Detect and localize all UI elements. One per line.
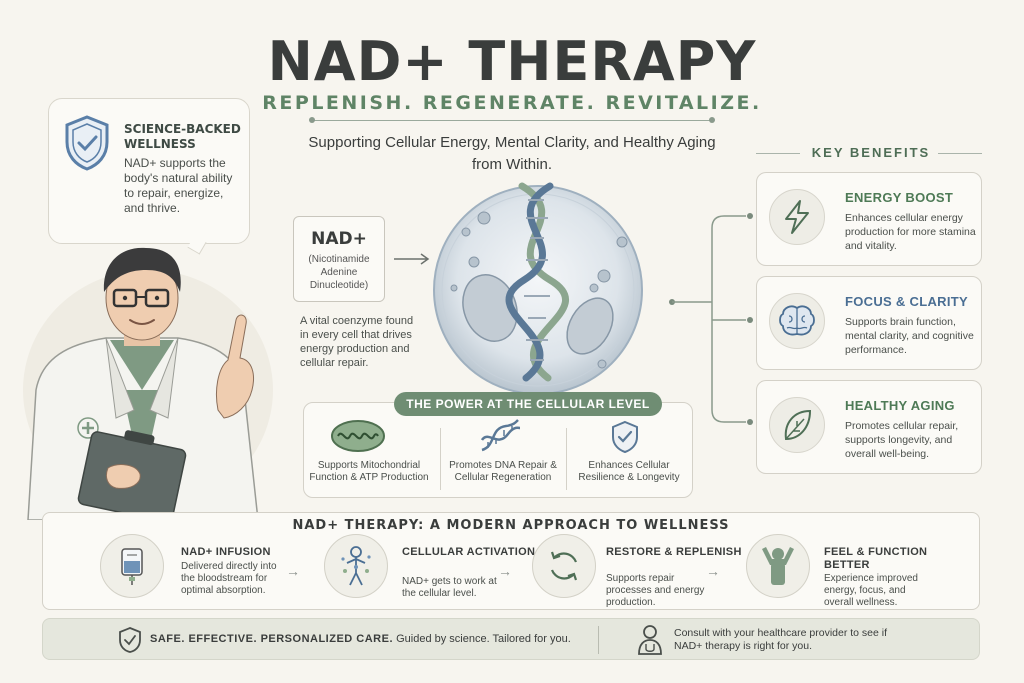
person-celebrate-icon: [746, 534, 810, 598]
leaf-icon: [769, 397, 825, 453]
benefit-connector: [669, 213, 753, 425]
lightning-icon: [769, 189, 825, 245]
benefit-card-aging: HEALTHY AGING Promotes cellular repair, …: [756, 380, 982, 474]
step-text: Experience improved energy, focus, and o…: [824, 573, 918, 608]
dna-icon: [480, 419, 521, 452]
arrow-right-icon: [394, 253, 430, 265]
nad-definition-box: NAD+ (Nicotinamide Adenine Dinucleotide): [293, 216, 385, 302]
shield-check-icon: [119, 627, 141, 653]
power-label: THE POWER AT THE CELLULAR LEVEL: [394, 392, 662, 416]
power-item-resilience: Enhances Cellular Resilience & Longevity: [578, 460, 680, 483]
divider-dot: [709, 117, 715, 123]
benefit-title: HEALTHY AGING: [845, 398, 955, 413]
kb-rule-left: [756, 153, 800, 154]
nad-description: A vital coenzyme found in every cell tha…: [300, 315, 414, 369]
step-text: NAD+ gets to work at the cellular level.: [402, 576, 497, 599]
page-title: NAD+ THERAPY: [267, 30, 757, 93]
step-text: Delivered directly into the bloodstream …: [181, 561, 277, 596]
step-title: RESTORE & REPLENISH: [606, 546, 742, 558]
footer-bar: [42, 618, 980, 660]
iv-bag-icon: [100, 534, 164, 598]
brain-icon: [769, 293, 825, 349]
footer-tagline-text: Guided by science. Tailored for you.: [396, 633, 571, 645]
body-cells-icon: [324, 534, 388, 598]
shield-check-icon: [612, 420, 638, 454]
mitochondria-icon: [331, 420, 385, 452]
shield-check-icon: [65, 115, 109, 171]
nad-title: NAD+: [311, 229, 367, 249]
step-arrow-icon: →: [706, 563, 720, 579]
benefit-text: Enhances cellular energy production for …: [845, 212, 976, 252]
step-title: NAD+ INFUSION: [181, 546, 271, 558]
bubble-text: NAD+ supports the body's natural ability…: [124, 156, 233, 215]
step-title: FEEL & FUNCTION BETTER: [824, 546, 928, 571]
cell-dna-illustration: [433, 182, 643, 395]
bubble-title: SCIENCE-BACKED WELLNESS: [124, 122, 241, 151]
kb-rule-right: [938, 153, 982, 154]
key-benefits-heading: KEY BENEFITS: [811, 145, 931, 160]
benefit-text: Promotes cellular repair, supports longe…: [845, 420, 959, 460]
power-item-mitochondria: Supports Mitochondrial Function & ATP Pr…: [309, 460, 429, 483]
cycle-arrows-icon: [532, 534, 596, 598]
power-divider: [440, 428, 441, 490]
approach-title: NAD+ THERAPY: A MODERN APPROACH TO WELLN…: [292, 518, 730, 533]
nad-full-name: (Nicotinamide Adenine Dinucleotide): [308, 254, 370, 291]
step-arrow-icon: →: [498, 563, 512, 579]
benefit-card-energy: ENERGY BOOST Enhances cellular energy pr…: [756, 172, 982, 266]
power-item-dna: Promotes DNA Repair & Cellular Regenerat…: [449, 460, 557, 483]
tagline: REPLENISH. REGENERATE. REVITALIZE.: [262, 92, 762, 114]
subtitle: Supporting Cellular Energy, Mental Clari…: [308, 134, 716, 173]
footer-consult-text: Consult with your healthcare provider to…: [674, 627, 888, 652]
benefit-title: FOCUS & CLARITY: [845, 294, 968, 309]
tagline-divider: [312, 120, 712, 121]
step-arrow-icon: →: [286, 563, 300, 579]
power-divider: [566, 428, 567, 490]
doctor-icon: [638, 625, 662, 655]
doctor-illustration: [23, 247, 273, 520]
step-title: CELLULAR ACTIVATION: [402, 546, 536, 558]
benefit-card-focus: FOCUS & CLARITY Supports brain function,…: [756, 276, 982, 370]
footer-tagline-bold: SAFE. EFFECTIVE. PERSONALIZED CARE.: [150, 633, 394, 645]
benefit-text: Supports brain function, mental clarity,…: [845, 316, 974, 356]
footer-tagline: SAFE. EFFECTIVE. PERSONALIZED CARE. Guid…: [150, 633, 571, 645]
footer-divider: [598, 626, 599, 654]
benefit-title: ENERGY BOOST: [845, 190, 954, 205]
approach-section: [42, 512, 980, 610]
divider-dot: [309, 117, 315, 123]
step-text: Supports repair processes and energy pro…: [606, 573, 705, 608]
